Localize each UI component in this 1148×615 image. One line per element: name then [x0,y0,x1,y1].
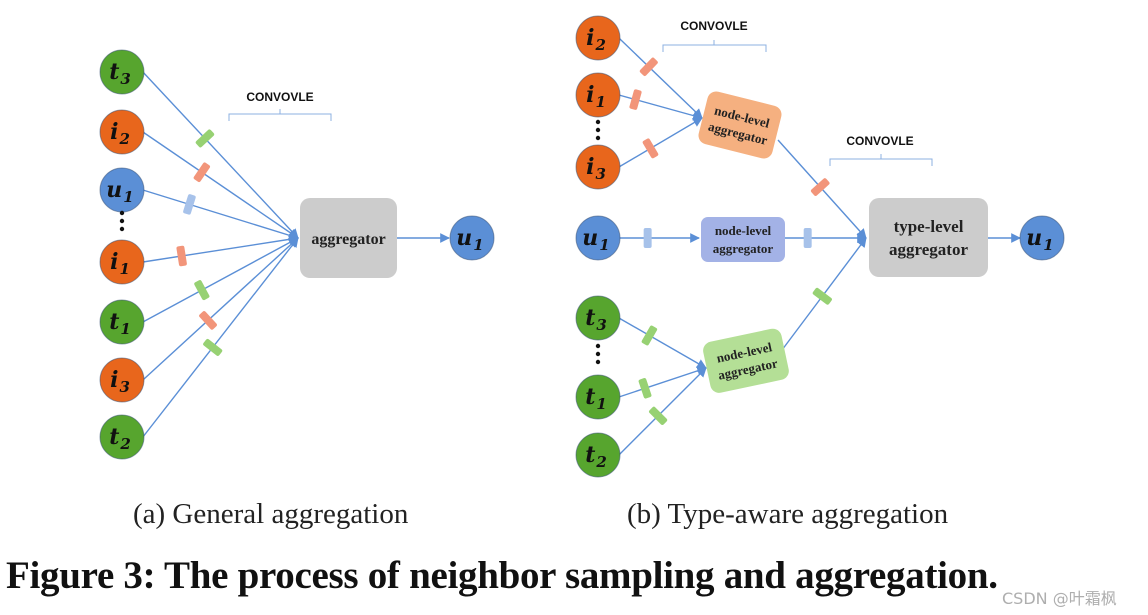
item-conv-marker [176,245,187,267]
item-node-i3: i3 [575,144,621,190]
item-conv-marker [639,57,658,76]
tag-node-circle [99,299,145,345]
user-node-level-aggregator: node-level aggregator [701,217,785,262]
item-conv-marker [642,138,659,159]
user-node-label: u1 [1026,225,1053,254]
output-node-a: u1 [449,215,495,261]
convolution-markers [176,57,832,425]
user-node-circle [449,215,495,261]
tag-conv-marker [641,325,658,346]
item-conv-marker [810,178,830,196]
type-level-aggregator: type-level aggregator [869,198,988,277]
item-conv-marker [629,89,642,110]
input-node-i1: i1 [99,239,145,285]
caption-type-aware-aggregation: (b) Type-aware aggregation [627,498,949,530]
item-node-i2: i2 [575,15,621,61]
conv-brace-b-top: CONVOVLE [662,19,767,52]
user-node-circle [1019,215,1065,261]
convolve-labels: CONVOVLE CONVOVLE CONVOVLE [228,19,933,166]
user-conv-marker [803,228,812,248]
ellipsis-dots [119,210,125,232]
tag-conv-marker [203,338,223,356]
tag-conv-marker [195,129,215,148]
edge-a-0 [142,71,299,239]
svg-text:aggregator: aggregator [889,240,968,259]
edge-b-item-3 [618,117,703,168]
aggregation-diagram: aggregator node-level aggregator node-le… [99,15,1065,478]
edge-a-2 [142,189,299,241]
tag-node-circle [99,414,145,460]
input-node-t2: t2 [99,414,145,460]
tag-node-circle [99,49,145,95]
aggregator-label: aggregator [311,231,385,248]
edge-a-1 [142,131,299,239]
item-conv-marker [199,311,217,330]
ellipsis-dots [595,343,601,365]
caption-general-aggregation: (a) General aggregation [133,498,409,530]
input-node-u1: u1 [99,167,145,213]
edge-b-item-0 [618,37,703,119]
item-node-circle [575,15,621,61]
tag-conv-marker [812,287,832,305]
tag-node-t1: t1 [575,374,621,420]
input-node-i3: i3 [99,357,145,403]
svg-text:CONVOVLE: CONVOVLE [846,134,913,148]
svg-text:CONVOVLE: CONVOVLE [680,19,747,33]
edge-b-tag-3 [618,367,707,456]
input-node-t3: t3 [99,49,145,95]
output-node-b: u1 [1019,215,1065,261]
tag-node-circle [575,432,621,478]
edge-a-7 [142,237,299,438]
svg-text:aggregator: aggregator [713,241,774,256]
watermark: CSDN @叶霜枫 [1002,589,1117,608]
user-conv-marker [183,194,196,215]
tag-node-level-aggregator: node-level aggregator [703,328,789,393]
nodes-layer: t3 i2 u1 i1 t1 i3 t2 u1 i2 i1 i3 u1 t3 t1 t2 u1 [99,15,1065,478]
edge-a-6 [142,237,299,381]
aggregator-boxes: aggregator node-level aggregator node-le… [300,91,988,393]
edge-b-tag-2 [618,366,707,398]
conv-brace-b-right: CONVOVLE [829,134,933,166]
tag-conv-marker [649,406,668,425]
user-node-u1: u1 [575,215,621,261]
user-node-circle [575,215,621,261]
tag-node-t2: t2 [575,432,621,478]
ellipsis-dots [595,119,601,141]
item-node-circle [575,144,621,190]
conv-brace-a: CONVOVLE [228,90,332,121]
item-conv-marker [193,162,211,183]
svg-text:node-level: node-level [715,223,772,238]
item-node-circle [575,72,621,118]
item-node-i1: i1 [575,72,621,118]
item-node-circle [99,109,145,155]
svg-text:CONVOVLE: CONVOVLE [246,90,313,104]
panel-a-aggregator: aggregator [300,198,397,278]
input-node-t1: t1 [99,299,145,345]
tag-conv-marker [194,280,210,301]
input-node-i2: i2 [99,109,145,155]
tag-conv-marker [638,378,652,399]
item-node-circle [99,357,145,403]
edge-a-4 [142,234,299,263]
tag-node-circle [575,295,621,341]
item-node-level-aggregator: node-level aggregator [698,91,782,159]
tag-node-t3: t3 [575,295,621,341]
edge-a-5 [142,237,299,323]
user-conv-marker [643,228,652,248]
svg-text:type-level: type-level [894,217,964,236]
edge-b-tag-0 [618,317,707,369]
item-node-circle [99,239,145,285]
figure-title: Figure 3: The process of neighbor sampli… [6,554,998,597]
tag-node-circle [575,374,621,420]
